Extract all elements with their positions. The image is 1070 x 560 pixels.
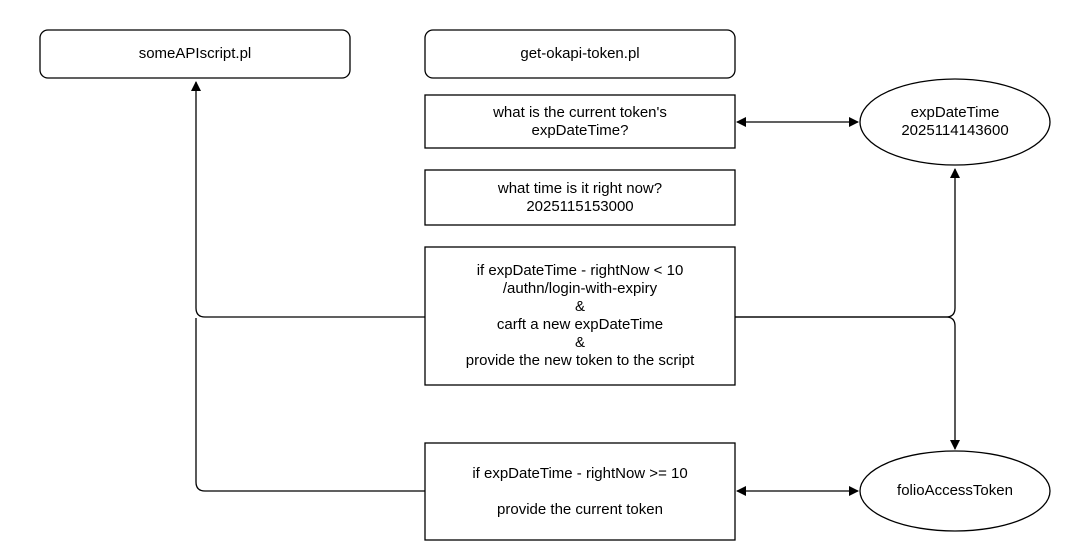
current-token-question-label: what is the current token's expDateTime? bbox=[493, 103, 667, 139]
expired-branch-box[interactable] bbox=[424, 246, 736, 386]
expired-branch-label: if expDateTime - rightNow < 10 /authn/lo… bbox=[465, 262, 695, 369]
valid-branch-box[interactable] bbox=[424, 442, 736, 541]
folioaccesstoken-ellipse[interactable] bbox=[859, 450, 1051, 532]
someapiscript-box[interactable] bbox=[39, 29, 351, 79]
get-okapi-token-box[interactable] bbox=[424, 29, 736, 79]
connector-expired-branch-to-script bbox=[191, 81, 425, 318]
connector-valid-branch-to-script bbox=[195, 318, 425, 492]
current-token-question-box[interactable] bbox=[424, 94, 736, 149]
someapiscript-label: someAPIscript.pl bbox=[138, 45, 252, 62]
time-now-question-label: what time is it right now? 2025115153000 bbox=[497, 179, 663, 215]
expdatetime-ellipse[interactable] bbox=[859, 78, 1051, 166]
expdatetime-label: expDateTime 2025114143600 bbox=[901, 104, 1009, 139]
get-okapi-token-label: get-okapi-token.pl bbox=[520, 45, 640, 62]
connector-expired-branch-to-expdatetime bbox=[735, 168, 960, 318]
folioaccesstoken-label: folioAccessToken bbox=[897, 482, 1013, 499]
valid-branch-label: if expDateTime - rightNow >= 10 provide … bbox=[472, 464, 688, 518]
connector-expired-branch-to-folioaccesstoken bbox=[735, 316, 960, 450]
time-now-question-box[interactable] bbox=[424, 169, 736, 226]
